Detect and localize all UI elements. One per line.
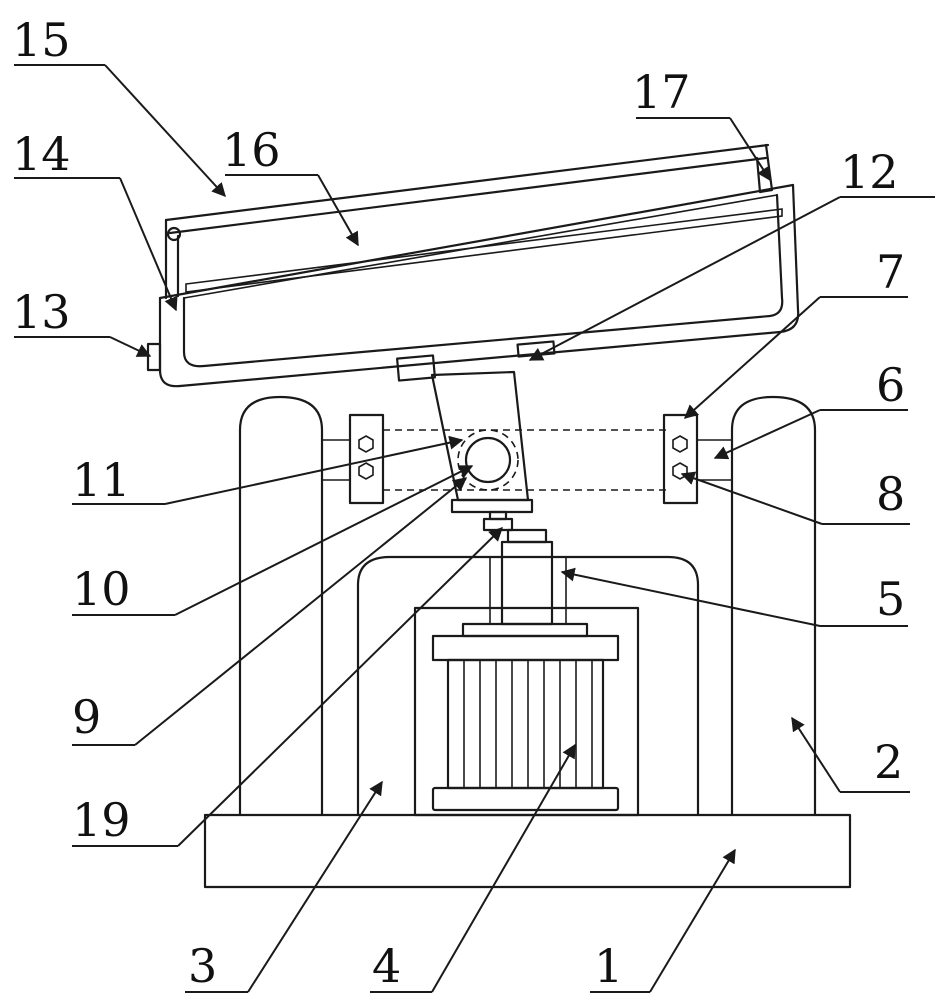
bearing-inner (464, 436, 512, 484)
housing-inner (413, 606, 640, 817)
tray-inner (182, 193, 784, 368)
label-10: 10 (72, 562, 131, 616)
label-7: 7 (876, 245, 905, 299)
label-16: 16 (222, 123, 281, 177)
right-column (730, 395, 817, 817)
left-bracket (348, 413, 385, 505)
label-14: 14 (12, 127, 71, 181)
swing-arm (430, 370, 530, 502)
label-6: 6 (876, 358, 905, 412)
label-13: 13 (12, 285, 71, 339)
coupling (482, 517, 514, 532)
reducer-block (500, 540, 554, 626)
left-column (238, 395, 324, 817)
mount-block-left (396, 354, 436, 382)
label-19: 19 (72, 793, 131, 847)
hinge (166, 226, 182, 242)
label-8: 8 (876, 467, 905, 521)
right-bracket (662, 413, 699, 505)
motor-body (446, 658, 605, 790)
motor-cap-top (431, 634, 620, 662)
screen-mesh (185, 208, 783, 293)
label-3: 3 (188, 939, 217, 993)
label-2: 2 (874, 735, 903, 789)
bearing-outer (457, 429, 519, 491)
right-post (755, 143, 774, 194)
spout (146, 342, 162, 372)
motor-top-flange (461, 622, 589, 638)
label-4: 4 (372, 939, 401, 993)
motor-housing (356, 555, 700, 817)
label-9: 9 (72, 690, 101, 744)
reducer-top (506, 528, 548, 544)
label-17: 17 (632, 65, 691, 119)
label-15: 15 (12, 13, 71, 67)
label-12: 12 (840, 145, 899, 199)
bolts (358, 435, 688, 480)
label-11: 11 (72, 453, 131, 507)
label-1: 1 (594, 939, 623, 993)
motor-fins (463, 660, 593, 788)
label-5: 5 (876, 572, 905, 626)
motor-cap-bottom (431, 786, 620, 812)
arm-base-plate (450, 498, 534, 514)
